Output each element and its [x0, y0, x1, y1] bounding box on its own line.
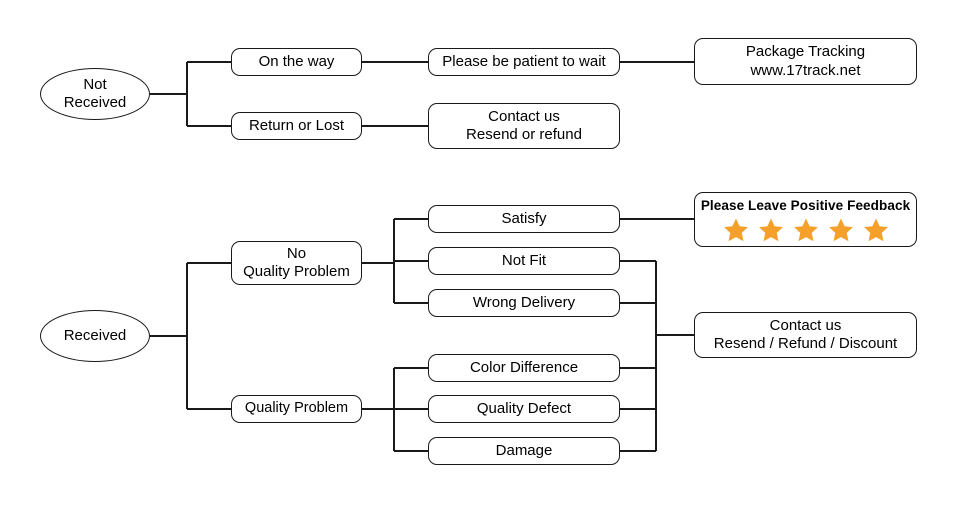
node-satisfy[interactable]: Satisfy	[428, 205, 620, 233]
feedback-title: Please Leave Positive Feedback	[700, 197, 911, 213]
node-positive-feedback[interactable]: Please Leave Positive Feedback	[694, 192, 917, 247]
node-damage[interactable]: Damage	[428, 437, 620, 465]
node-label: On the way	[258, 52, 335, 70]
node-label: Contact us Resend / Refund / Discount	[713, 316, 898, 352]
star-icon[interactable]	[758, 217, 784, 243]
star-icon[interactable]	[828, 217, 854, 243]
star-icon[interactable]	[793, 217, 819, 243]
node-label: Not Fit	[501, 251, 547, 269]
node-received[interactable]: Received	[40, 310, 150, 362]
node-on-the-way[interactable]: On the way	[231, 48, 362, 76]
node-label: No Quality Problem	[243, 244, 350, 280]
node-label: Contact us Resend or refund	[466, 107, 582, 143]
node-wrong-delivery[interactable]: Wrong Delivery	[428, 289, 620, 317]
node-contact-resend-refund-discount[interactable]: Contact us Resend / Refund / Discount	[694, 312, 917, 358]
star-icon[interactable]	[863, 217, 889, 243]
star-rating[interactable]	[723, 217, 889, 243]
node-label: Not Received	[63, 75, 127, 111]
node-label: Color Difference	[469, 358, 579, 376]
node-label: Package Tracking www.17track.net	[745, 43, 866, 79]
node-quality-defect[interactable]: Quality Defect	[428, 395, 620, 423]
node-label: Return or Lost	[248, 116, 345, 134]
node-not-received[interactable]: Not Received	[40, 68, 150, 120]
node-color-difference[interactable]: Color Difference	[428, 354, 620, 382]
node-contact-resend-refund[interactable]: Contact us Resend or refund	[428, 103, 620, 149]
node-label: Wrong Delivery	[472, 293, 576, 311]
node-label: Quality Problem	[244, 400, 349, 417]
star-icon[interactable]	[723, 217, 749, 243]
node-label: Satisfy	[501, 209, 547, 227]
node-please-be-patient[interactable]: Please be patient to wait	[428, 48, 620, 76]
node-label: Quality Defect	[476, 399, 572, 417]
node-quality-problem[interactable]: Quality Problem	[231, 395, 362, 423]
node-label: Damage	[495, 441, 553, 459]
node-return-or-lost[interactable]: Return or Lost	[231, 112, 362, 140]
node-not-fit[interactable]: Not Fit	[428, 247, 620, 275]
node-label: Received	[63, 326, 127, 344]
node-no-quality-problem[interactable]: No Quality Problem	[231, 241, 362, 285]
node-label: Please be patient to wait	[442, 52, 606, 70]
node-package-tracking[interactable]: Package Tracking www.17track.net	[694, 38, 917, 85]
